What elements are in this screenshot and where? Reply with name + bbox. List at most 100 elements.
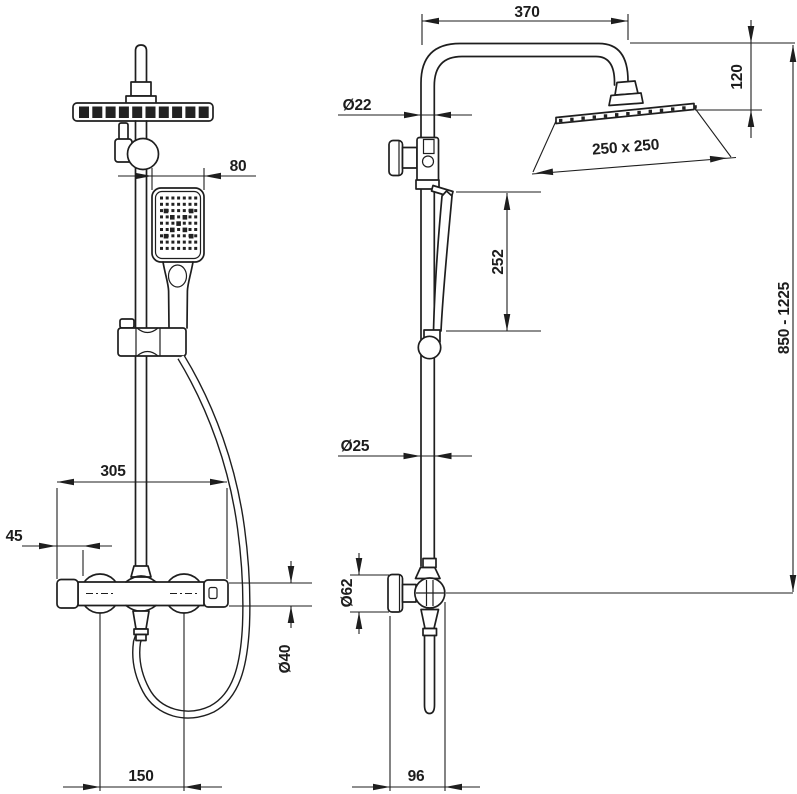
- hand-shower-spray-dot: [177, 202, 181, 206]
- overhead-nozzle-cell: [92, 106, 103, 118]
- hand-shower-spray-dot-x: [182, 215, 188, 220]
- hand-shower-spray-dot: [160, 202, 163, 206]
- dimension-arrowhead: [39, 542, 56, 550]
- bracket-rail-notch-bottom: [136, 350, 159, 357]
- hand-shower-spray-dot: [160, 234, 163, 238]
- overhead-side-nozzle-tick: [615, 113, 619, 117]
- dim-250-ext-right: [693, 106, 732, 158]
- diverter-collar-side: [415, 179, 440, 190]
- valve-cone-side: [420, 608, 440, 630]
- head-connector-nut-lower: [608, 92, 644, 107]
- dimension-arrowhead: [747, 110, 755, 127]
- hand-shower-spray-dot: [171, 209, 175, 213]
- dimension-arrowhead: [373, 783, 390, 791]
- overhead-nozzle-cell: [198, 106, 209, 118]
- hand-shower-spray-dot: [171, 196, 175, 200]
- dim-850-1225-label: 850 - 1225: [776, 281, 793, 354]
- dimension-arrowhead: [83, 542, 100, 550]
- overhead-side-nozzle-tick: [559, 118, 563, 123]
- dim-d22-label: Ø22: [343, 97, 372, 114]
- dimension-arrowhead: [789, 575, 797, 592]
- hand-shower-handle-front: [162, 261, 194, 329]
- generated-detail-layer: [39, 17, 797, 791]
- hand-shower-spray-dot: [182, 196, 186, 200]
- overhead-nozzle-cell: [105, 106, 116, 118]
- diverter-tab-front: [118, 122, 129, 141]
- overhead-nozzle-cell: [158, 106, 169, 118]
- hand-shower-spray-dot: [160, 196, 163, 200]
- dimension-arrowhead: [536, 168, 554, 176]
- overhead-side-nozzle-tick: [626, 112, 630, 116]
- hand-shower-spray-dot: [160, 246, 163, 250]
- bracket-knob-side: [417, 335, 442, 360]
- dim-120-label: 120: [729, 64, 746, 89]
- hand-shower-spray-dot: [194, 202, 198, 206]
- dimension-arrowhead: [355, 558, 363, 575]
- mixer-left-cap: [56, 578, 79, 609]
- hand-shower-blade-side: [432, 190, 453, 332]
- overhead-side-nozzle-tick: [659, 108, 664, 112]
- hand-shower-spray-dot-x: [163, 208, 169, 214]
- dimension-layer: 370 120 850 - 1225 250 x 250 Ø22 252 Ø25…: [6, 4, 795, 791]
- overhead-side-nozzle-tick: [581, 116, 585, 120]
- dimension-arrowhead: [709, 155, 727, 163]
- mixer-right-cap: [203, 579, 229, 608]
- hand-shower-spray-dot: [171, 221, 175, 225]
- dimension-arrowhead: [355, 612, 363, 629]
- hand-shower-spray-dot-x: [170, 227, 175, 233]
- valve-flange-side: [387, 573, 404, 613]
- side-view: [387, 42, 695, 715]
- hand-shower-spray-dot: [160, 221, 163, 225]
- dim-250-line: [531, 156, 737, 175]
- hand-shower-spray-dot: [188, 221, 192, 225]
- side-pipe-inner: [433, 55, 616, 567]
- hand-shower-spray-dot: [177, 240, 181, 244]
- mixer-top-collar: [125, 575, 157, 583]
- hand-shower-spray-dot: [160, 240, 163, 244]
- hand-shower-spray-dot: [194, 228, 198, 231]
- front-top-pipe: [134, 44, 148, 83]
- hand-shower-spray-dot: [182, 221, 186, 225]
- hand-shower-spray-dot: [177, 246, 181, 250]
- hand-shower-spray-dot-x: [188, 208, 194, 214]
- overhead-nozzle-cell: [79, 106, 89, 118]
- diverter-pin-side: [421, 155, 435, 168]
- dimension-arrowhead: [445, 783, 462, 791]
- hand-shower-face-inner: [154, 190, 202, 260]
- mixer-outlet-ring2: [135, 633, 147, 642]
- hand-shower-spray-dot: [171, 240, 175, 244]
- dim-250-ext-left: [532, 120, 557, 173]
- hand-shower-spray-dot: [182, 234, 186, 238]
- hand-shower-spray-dot: [194, 209, 198, 213]
- dimension-arrowhead: [503, 193, 511, 210]
- hand-shower-spray-dot: [165, 215, 169, 219]
- dimension-arrowhead: [403, 452, 421, 460]
- dim-d25-label: Ø25: [341, 438, 370, 455]
- overhead-nozzle-cell: [172, 106, 183, 118]
- dimension-arrowhead: [503, 314, 511, 331]
- overhead-nozzle-cell: [132, 106, 143, 118]
- shower-hose-outline: [132, 354, 251, 719]
- overhead-side-nozzle-tick: [693, 105, 697, 109]
- hand-shower-spray-dot: [182, 202, 186, 206]
- overhead-side-nozzle-tick: [648, 109, 652, 114]
- overhead-side-nozzle-tick: [603, 114, 608, 118]
- overhead-shower-side: [555, 102, 695, 125]
- overhead-side-nozzle-tick: [682, 106, 686, 110]
- hand-shower-spray-dot: [165, 228, 169, 231]
- hand-shower-spray-dot: [160, 209, 163, 213]
- dimension-arrowhead: [210, 478, 227, 486]
- dim-150-label: 150: [128, 768, 153, 785]
- dim-370-label: 370: [514, 4, 539, 21]
- valve-collar-small-side: [422, 557, 437, 569]
- hand-shower-spray-dot: [188, 196, 192, 200]
- shower-hose-core: [133, 355, 250, 718]
- overhead-side-nozzle-tick: [592, 115, 596, 119]
- diverter-stem-side: [401, 146, 418, 169]
- hand-shower-spray-dot: [188, 215, 192, 219]
- dimension-arrowhead: [184, 783, 201, 791]
- hand-shower-spray-dot: [177, 228, 181, 231]
- dimension-arrowhead: [611, 17, 628, 25]
- hand-shower-spray-dot: [194, 240, 198, 244]
